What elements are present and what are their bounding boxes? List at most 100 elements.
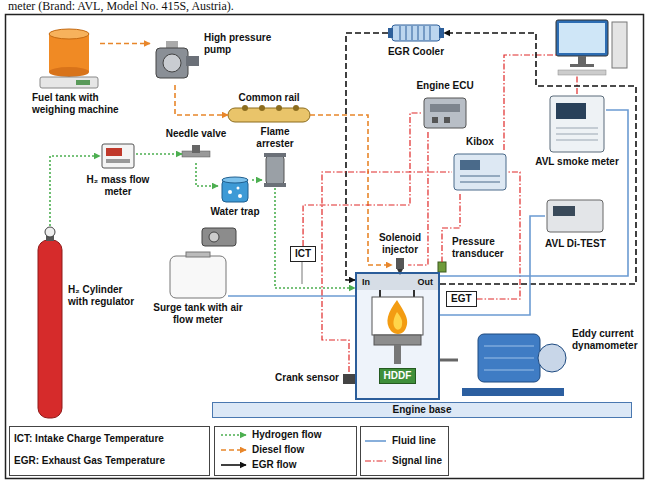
legend-text: Diesel flow [252, 444, 304, 456]
abbreviation-note: EGR: Exhaust Gas Temperature [14, 455, 165, 467]
dynamometer-drawing [462, 334, 566, 396]
legend-item: EGR flow [220, 459, 296, 471]
fuel-tank-drawing [40, 77, 98, 88]
hydrogen-cylinder-drawing [38, 227, 62, 418]
engine-drawing [394, 345, 401, 364]
fuel-tank: Fuel tank with weighing machine [38, 28, 100, 90]
legend-sample-line [365, 460, 386, 461]
kibox: Kibox [452, 150, 508, 194]
needle-valve: Needle valve [182, 145, 210, 163]
legend-sample [220, 445, 248, 455]
sensor-stub [302, 262, 303, 284]
legend-text: EGR flow [252, 459, 296, 471]
common-rail: Common rail [228, 106, 310, 124]
fuel-tank-drawing [40, 29, 98, 88]
computer-drawing [558, 70, 606, 75]
water-trap-drawing [222, 177, 248, 202]
component-label: High pressure pump [204, 32, 280, 56]
legend-sample [220, 430, 248, 440]
ecu-drawing [444, 117, 450, 123]
figure-frame [6, 15, 644, 479]
pump-drawing [156, 48, 188, 78]
hydrogen-cylinder-drawing [38, 240, 62, 418]
fluid-line [440, 216, 545, 315]
legend-frame [10, 427, 210, 476]
legend-text: Hydrogen flow [252, 429, 321, 441]
dynamometer-drawing [538, 344, 566, 372]
box-text: Engine base [217, 404, 627, 416]
fuel-tank-drawing [76, 80, 90, 85]
di-test: AVL Di-TEST [545, 196, 605, 236]
smoke-meter-drawing [556, 103, 586, 119]
pressure-transducer-drawing [438, 262, 446, 272]
computer-drawing [559, 23, 605, 53]
needle-valve-drawing [192, 145, 200, 153]
component-label: Fuel tank with weighing machine [32, 92, 128, 116]
pressure-transducer-drawing [438, 262, 446, 272]
engine-drawing [393, 312, 402, 330]
flame-arrester-drawing [264, 183, 286, 187]
pump-drawing [156, 41, 199, 78]
kibox-drawing [454, 154, 506, 190]
mass-flow-meter-drawing [102, 144, 134, 168]
fluid-line [440, 110, 628, 276]
egr-line [440, 33, 636, 284]
legend-item: Fluid line [364, 435, 436, 447]
common-rail-drawing [242, 105, 248, 111]
port-label: Out [418, 277, 434, 288]
needle-valve-drawing [182, 145, 210, 157]
air-flow-device-drawing [209, 232, 219, 242]
ecu-drawing [424, 98, 466, 128]
pump-drawing [163, 54, 181, 72]
legend-item: Signal line [364, 455, 442, 467]
hydrogen-line [252, 179, 262, 181]
pump-drawing [166, 41, 178, 48]
crank-sensor: Crank sensor [343, 372, 355, 386]
engine-ecu: Engine ECU [422, 94, 468, 132]
crank-sensor-drawing [343, 374, 355, 384]
dynamometer: Eddy current dynamometer [458, 322, 568, 398]
smoke-meter-drawing [550, 96, 604, 152]
component-label: AVL smoke meter [535, 156, 619, 168]
common-rail-drawing [228, 105, 310, 122]
pump: High pressure pump [150, 40, 200, 85]
diesel-line [100, 43, 150, 45]
surge-tank: Surge tank with air flow meter [168, 252, 228, 300]
box-text: EGT [451, 293, 472, 305]
common-rail-drawing [276, 105, 282, 111]
flame-arrester-drawing [264, 153, 286, 157]
signal-wire [504, 55, 556, 150]
kibox-drawing [460, 176, 500, 182]
legend-frame [361, 427, 449, 476]
kibox-drawing [454, 154, 506, 190]
computer-drawing [570, 64, 594, 67]
cut-caption: meter (Brand: AVL, Model No. 415S, Austr… [8, 0, 234, 13]
box-text: ICT [295, 248, 311, 260]
component-label: Engine ECU [416, 80, 473, 92]
sensor-box: ICT [290, 246, 316, 262]
signal-wire [504, 55, 577, 150]
hydrogen-cylinder: H₂ Cylinder with regulator [36, 226, 64, 420]
kibox-drawing [460, 160, 480, 170]
surge-tank-drawing [170, 252, 226, 298]
dynamometer-drawing [484, 346, 534, 370]
common-rail-drawing [259, 105, 265, 111]
smoke-meter-drawing [550, 96, 604, 152]
signal-wire [576, 76, 577, 94]
egr-cooler-drawing [388, 25, 444, 41]
injector: Solenoid injector [392, 258, 408, 272]
component-label: Flame arrester [249, 126, 301, 150]
legend-sample [364, 456, 388, 466]
component-label: H₂ mass flow meter [82, 174, 154, 198]
surge-tank-drawing [186, 252, 210, 257]
component-label: Needle valve [166, 128, 227, 140]
legend-sample-line [365, 440, 386, 442]
water-trap: Water trap [218, 176, 252, 204]
legend-sample-line [221, 449, 246, 451]
mode-box: HDDF [379, 368, 417, 384]
engine-drawing [357, 274, 438, 290]
engine-base: Engine base [212, 402, 632, 418]
sensor-box: EGT [446, 291, 477, 307]
fuel-tank-drawing [49, 34, 89, 72]
